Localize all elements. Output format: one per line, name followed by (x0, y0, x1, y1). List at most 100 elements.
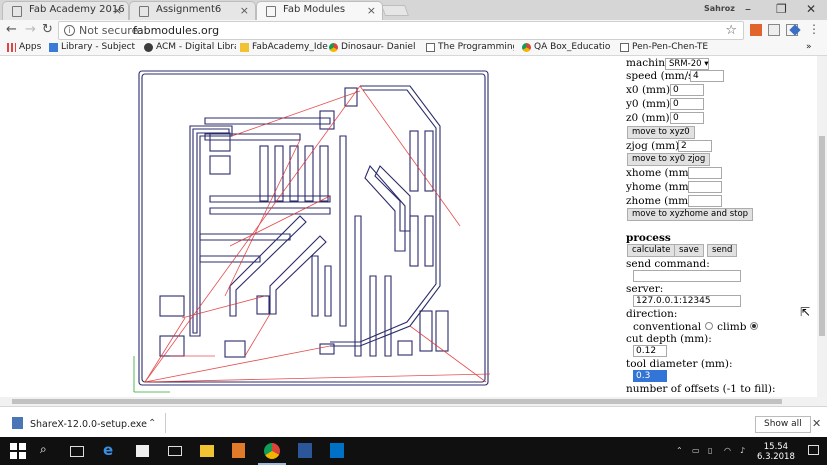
vertical-scrollbar[interactable] (817, 56, 827, 397)
bookmarks-overflow-icon[interactable]: » (806, 42, 812, 52)
mail-icon[interactable] (168, 446, 182, 456)
vertical-scroll-thumb[interactable] (819, 136, 825, 336)
bookmark-programming[interactable]: The Programming Pu (426, 42, 514, 52)
acm-icon (144, 43, 153, 52)
server-input[interactable] (633, 295, 741, 307)
page-icon (266, 6, 276, 17)
folder-icon (240, 43, 249, 52)
page-icon (139, 6, 149, 17)
yhome-row: yhome (mm): (626, 181, 722, 193)
tool-diameter-label: tool diameter (mm): (626, 358, 733, 370)
notifications-icon[interactable] (808, 445, 819, 455)
show-all-button[interactable]: Show all (755, 416, 811, 433)
close-tab-icon[interactable]: × (366, 4, 376, 17)
climb-radio[interactable] (750, 322, 759, 330)
yhome-input[interactable] (688, 181, 722, 193)
menu-icon[interactable]: ⋮ (808, 22, 820, 36)
restore-icon[interactable]: ❐ (776, 2, 787, 16)
windows-start-icon[interactable] (10, 443, 26, 459)
close-tab-icon[interactable]: × (112, 4, 122, 17)
extension-icon[interactable] (768, 24, 780, 36)
calculate-button[interactable]: calculate (627, 244, 676, 257)
send-command-input[interactable] (633, 270, 741, 282)
close-tab-icon[interactable]: × (239, 4, 249, 17)
bookmark-pen-chen[interactable]: Pen-Pen-Chen-TED-E (620, 42, 708, 52)
taskbar: ⌕ e ⌃ ▭ ▯ ◠ ♪ 15.54 6.3.2018 (0, 437, 827, 465)
forward-icon[interactable]: → (25, 22, 36, 37)
speed-input[interactable] (690, 70, 724, 82)
bookmark-library[interactable]: Library - Subject guid (49, 42, 137, 52)
move-to-xy0-zjog-button[interactable]: move to xy0 zjog (627, 153, 711, 166)
tab-fab-academy[interactable]: Fab Academy 2016 × (2, 1, 129, 20)
horizontal-scrollbar[interactable] (0, 397, 817, 406)
tool-diameter-input[interactable] (633, 370, 667, 382)
security-label: Not secure (79, 24, 139, 37)
back-icon[interactable]: ← (6, 22, 17, 37)
search-icon[interactable]: ⌕ (40, 442, 47, 456)
reload-icon[interactable]: ↻ (42, 22, 53, 37)
save-button[interactable]: save (674, 244, 704, 257)
system-clock[interactable]: 15.54 6.3.2018 (757, 442, 795, 462)
zjog-input[interactable] (678, 140, 712, 152)
wifi-icon[interactable]: ◠ (724, 446, 731, 455)
bookmark-qa-box[interactable]: QA Box_Educational C (522, 42, 611, 52)
battery-icon[interactable]: ▯ (708, 446, 713, 455)
conventional-radio[interactable] (705, 322, 714, 330)
clock-date: 6.3.2018 (757, 452, 795, 462)
chrome-taskbar-icon[interactable] (258, 443, 286, 465)
chevron-up-icon[interactable]: ⌃ (148, 418, 157, 429)
z0-row: z0 (mm): (626, 112, 704, 124)
task-view-icon[interactable] (70, 446, 84, 457)
info-icon[interactable]: i (64, 25, 75, 36)
tab-assignment6[interactable]: Assignment6 × (129, 1, 256, 20)
process-heading: process (626, 232, 671, 244)
close-icon[interactable]: ✕ (812, 417, 822, 430)
extension-icon[interactable] (750, 24, 762, 36)
network-icon[interactable]: ▭ (692, 446, 700, 455)
tray-chevron-icon[interactable]: ⌃ (676, 446, 683, 455)
y0-input[interactable] (670, 98, 704, 110)
z0-input[interactable] (670, 112, 704, 124)
eagle-app-icon[interactable] (232, 443, 245, 458)
profile-name[interactable]: Sahroz (704, 4, 735, 13)
close-window-icon[interactable]: ✕ (806, 2, 817, 16)
bookmark-star-icon[interactable]: ☆ (725, 23, 737, 38)
send-button[interactable]: send (707, 244, 738, 257)
volume-icon[interactable]: ♪ (740, 446, 746, 455)
download-bar: ShareX-12.0.0-setup.exe ⌃ Show all ✕ (0, 406, 827, 437)
move-to-xyzhome-button[interactable]: move to xyzhome and stop (627, 208, 754, 221)
file-explorer-icon[interactable] (200, 445, 214, 457)
speed-row: speed (mm/s): (626, 70, 724, 82)
new-tab-button[interactable] (380, 5, 410, 16)
url-text[interactable]: fabmodules.org (133, 24, 220, 37)
zhome-row: zhome (mm): (626, 195, 722, 207)
apps-grid-icon (7, 43, 16, 52)
xhome-input[interactable] (688, 167, 722, 179)
minimize-icon[interactable]: – (745, 2, 751, 16)
store-icon[interactable] (136, 445, 149, 457)
download-file-name[interactable]: ShareX-12.0.0-setup.exe (30, 419, 147, 430)
tab-fab-modules[interactable]: Fab Modules × (256, 1, 383, 20)
toolpath-canvas[interactable] (0, 56, 620, 397)
bookmark-acm[interactable]: ACM - Digital Library (144, 42, 236, 52)
bookmark-dinosaur[interactable]: Dinosaur- Daniel Am (329, 42, 417, 52)
page-icon (426, 43, 435, 52)
bookmark-apps[interactable]: Apps (7, 42, 47, 52)
outlook-icon[interactable] (330, 443, 344, 458)
send-command-label: send command: (626, 258, 710, 270)
edge-icon[interactable]: e (103, 441, 114, 459)
x0-input[interactable] (670, 84, 704, 96)
address-bar[interactable]: i Not secure fabmodules.org ☆ (58, 21, 744, 40)
server-label: server: (626, 283, 664, 295)
cut-depth-input[interactable] (633, 345, 667, 357)
pad-column-left (259, 145, 329, 202)
zhome-input[interactable] (688, 195, 722, 207)
chrome-icon (522, 43, 531, 52)
machine-select[interactable]: SRM-20 ▾ (665, 58, 709, 70)
horizontal-scroll-thumb[interactable] (12, 399, 782, 404)
bookmark-fabacademy-ideas[interactable]: FabAcademy_Ideas (240, 42, 328, 52)
word-icon[interactable] (298, 443, 312, 458)
move-to-xyz0-button[interactable]: move to xyz0 (627, 126, 695, 139)
zjog-row: zjog (mm): (626, 140, 712, 152)
